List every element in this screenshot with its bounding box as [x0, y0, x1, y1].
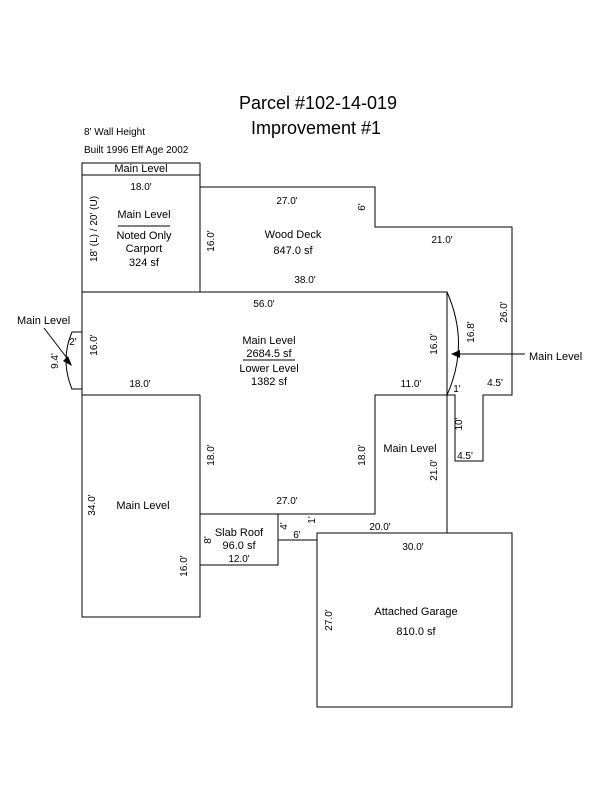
dim-notch-top: 4.5' — [487, 378, 503, 389]
right-arc — [446, 291, 459, 396]
carport-area: 324 sf — [129, 257, 160, 269]
right-callout-arrowhead — [451, 350, 460, 358]
dim-deck-right: 26.0' — [499, 301, 510, 322]
dim-right-wing-bottom: 20.0' — [369, 522, 390, 533]
dim-main-left: 16.0' — [89, 334, 100, 355]
dim-main-bottom-right: 11.0' — [401, 379, 422, 390]
main-level-upper-outline — [82, 291, 448, 533]
main-left-label: Main Level — [116, 500, 169, 512]
garage-label: Attached Garage — [374, 606, 457, 618]
right-callout-label: Main Level — [529, 351, 582, 363]
lower-level-label: Lower Level — [239, 363, 298, 375]
dim-left-wing: 34.0' — [87, 494, 98, 515]
dim-carport-top: 18.0' — [130, 182, 151, 193]
dim-main-right: 16.0' — [429, 333, 440, 354]
dim-notch-side: 10' — [454, 417, 465, 430]
dim-inner-left: 18.0' — [206, 444, 217, 465]
carport-type: Carport — [126, 243, 163, 255]
lower-level-area: 1382 sf — [251, 376, 288, 388]
wood-deck-label: Wood Deck — [265, 229, 322, 241]
slab-step-line — [278, 532, 447, 541]
title-improvement: Improvement #1 — [251, 118, 381, 138]
dim-carport-right: 16.0' — [206, 230, 217, 251]
dim-deck-top: 27.0' — [276, 196, 297, 207]
dim-slab-bottom: 12.0' — [228, 554, 249, 565]
dim-bay-depth: 2' — [69, 337, 77, 348]
carport-header-label: Main Level — [114, 163, 167, 175]
built-note: Built 1996 Eff Age 2002 — [84, 145, 189, 156]
left-callout-line — [43, 327, 71, 363]
main-center-area: 2684.5 sf — [246, 348, 292, 360]
dim-carport-left: 18' (L) / 20' (U) — [89, 196, 100, 262]
dim-deck-step: 6' — [357, 203, 368, 211]
left-callout-arrowhead — [63, 356, 72, 366]
dim-main-bottom-left: 18.0' — [129, 379, 150, 390]
title-parcel: Parcel #102-14-019 — [239, 93, 397, 113]
carport-note: Noted Only — [116, 230, 172, 242]
wall-height-note: 8' Wall Height — [84, 127, 145, 138]
dim-step-1: 1' — [307, 516, 318, 524]
dim-bottom-27: 27.0' — [276, 496, 297, 507]
dim-step-4: 4' — [279, 522, 290, 530]
garage-area: 810.0 sf — [396, 626, 436, 638]
sketch-lines — [43, 162, 525, 708]
wood-deck-outline — [200, 186, 513, 462]
garage-outline — [316, 532, 513, 708]
dim-left-wing-lower: 16.0' — [179, 555, 190, 576]
dim-step-6: 6' — [293, 530, 301, 541]
dim-right-wing-side: 21.0' — [429, 459, 440, 480]
wood-deck-area: 847.0 sf — [273, 245, 313, 257]
dim-notch-bottom: 4.5' — [457, 451, 473, 462]
slab-roof-label: Slab Roof — [215, 527, 264, 539]
dim-deck-right-top: 21.0' — [431, 235, 452, 246]
left-callout-label: Main Level — [17, 315, 70, 327]
main-right-label: Main Level — [383, 443, 436, 455]
main-center-label: Main Level — [242, 335, 295, 347]
slab-roof-area: 96.0 sf — [222, 540, 256, 552]
dim-deck-bottom: 38.0' — [294, 275, 315, 286]
carport-main-label: Main Level — [117, 209, 170, 221]
dim-one-foot: 1' — [453, 384, 461, 395]
dim-slab-left: 8' — [203, 536, 214, 544]
dim-garage-top: 30.0' — [402, 542, 423, 553]
dim-arc-width: 16.8' — [466, 321, 477, 342]
dim-garage-side: 27.0' — [324, 609, 335, 630]
dim-inner-right: 18.0' — [357, 444, 368, 465]
dim-main-top: 56.0' — [253, 299, 274, 310]
dim-bay-width: 9.4' — [50, 353, 61, 369]
